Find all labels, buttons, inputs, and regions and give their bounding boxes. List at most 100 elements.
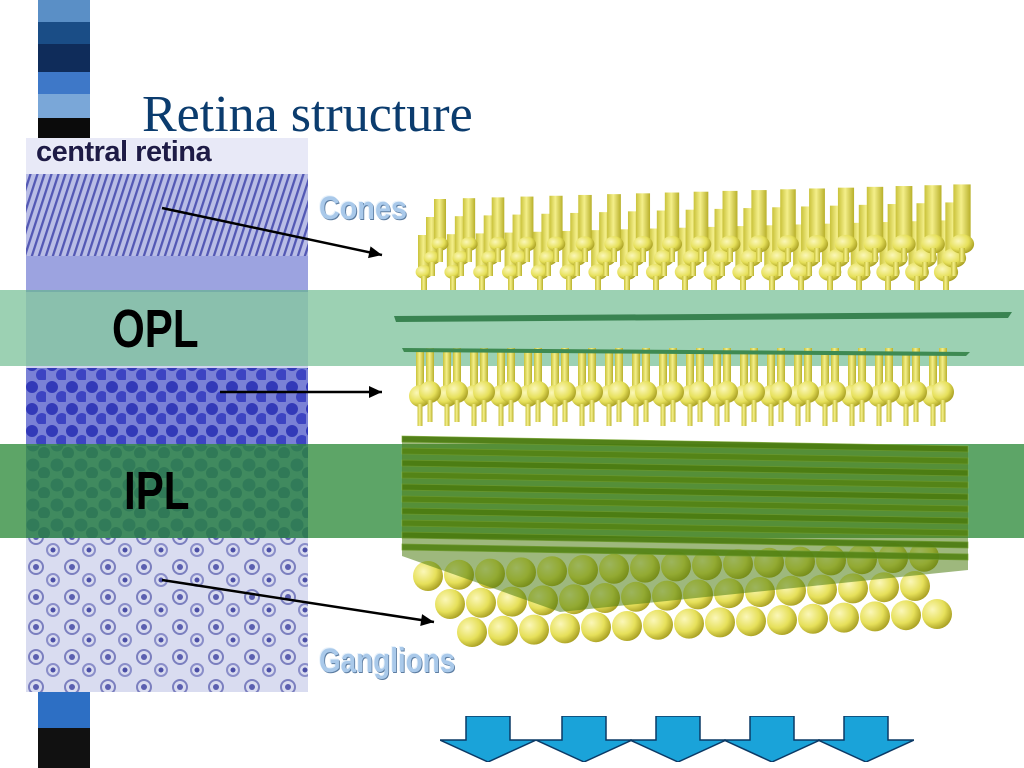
bipolar-axon	[804, 348, 812, 382]
bipolar-axon	[821, 352, 829, 386]
ganglion-cell	[457, 617, 487, 647]
cone-pedicle	[632, 262, 638, 276]
bipolar-dendrite	[606, 404, 612, 426]
bipolar-dendrite	[768, 404, 774, 426]
cone-inner-segment	[719, 235, 741, 253]
bipolar-dendrite	[822, 404, 828, 426]
nav-arrow-down-5[interactable]	[818, 716, 914, 762]
ganglion-cell	[798, 603, 828, 634]
bipolar-axon	[794, 352, 802, 386]
slide-title: Retina structure	[142, 86, 473, 143]
cone-outer-segment	[953, 184, 971, 240]
cone-inner-segment	[517, 236, 537, 252]
cone-pedicle	[479, 276, 485, 290]
bipolar-dendrite	[741, 404, 747, 426]
nav-arrow-down-3[interactable]	[630, 716, 726, 762]
cone-inner-segment	[575, 236, 595, 252]
bipolar-dendrite	[481, 400, 487, 422]
cone-outer-segment	[607, 194, 621, 240]
cone-outer-segment	[837, 187, 855, 240]
cone-inner-segment	[431, 237, 449, 251]
cone-inner-segment	[863, 234, 887, 254]
cone-pedicle	[711, 276, 717, 290]
bipolar-dendrite	[660, 404, 666, 426]
cone-pedicle	[872, 248, 878, 262]
ganglion-pointer-arrow	[161, 578, 435, 624]
ganglion-cell	[829, 602, 859, 633]
cone-inner-segment	[452, 251, 470, 265]
bipolar-soma	[554, 381, 576, 403]
bipolar-dendrite	[471, 404, 477, 426]
bipolar-dendrite	[859, 400, 865, 422]
cone-pedicle	[843, 248, 849, 262]
ganglion-cell	[643, 609, 673, 640]
cone-pedicle	[719, 262, 725, 276]
cone-pedicle	[690, 262, 696, 276]
bipolar-soma	[446, 381, 468, 403]
bipolar-soma	[770, 381, 792, 403]
cone-outer-segment	[866, 186, 884, 240]
bipolar-dendrite	[633, 404, 639, 426]
cone-inner-segment	[748, 235, 770, 253]
bipolar-soma	[608, 381, 630, 403]
cone-pedicle	[566, 276, 572, 290]
bipolar-axon	[561, 348, 569, 382]
cone-pedicle	[769, 276, 775, 290]
cone-pedicle	[640, 248, 646, 262]
cone-pedicle	[624, 276, 630, 290]
bipolar-axon	[632, 352, 640, 386]
cone-inner-segment	[460, 237, 478, 251]
bipolar-dendrite	[849, 404, 855, 426]
cone-pedicle	[653, 276, 659, 290]
cone-pedicle	[756, 248, 762, 262]
bipolar-dendrite	[498, 404, 504, 426]
cone-inner-segment	[588, 264, 608, 280]
cone-pedicle	[827, 276, 833, 290]
bipolar-top-plate	[402, 348, 970, 356]
cone-pedicle	[574, 262, 580, 276]
decorative-left-strip	[0, 0, 110, 768]
bipolar-dendrite	[751, 400, 757, 422]
bipolar-soma	[716, 381, 738, 403]
nav-arrow-down-4[interactable]	[724, 716, 820, 762]
cone-inner-segment	[777, 235, 799, 253]
nav-arrow-down-2[interactable]	[536, 716, 632, 762]
cone-inner-segment	[633, 236, 653, 252]
cone-pedicle	[901, 248, 907, 262]
cone-inner-segment	[444, 265, 462, 279]
cone-inner-segment	[530, 264, 550, 280]
cone-outer-segment	[462, 198, 476, 240]
cones-label: Cones	[319, 190, 408, 226]
bipolar-axon	[497, 352, 505, 386]
cone-inner-segment	[949, 234, 975, 254]
ipl-plate-stack	[401, 435, 969, 612]
bipolar-axon	[686, 352, 694, 386]
cone-pedicle	[682, 276, 688, 290]
cone-inner-segment	[625, 250, 645, 266]
bipolar-dendrite	[579, 404, 585, 426]
cone-pedicle	[798, 276, 804, 290]
bipolar-dendrite	[903, 404, 909, 426]
cone-pedicle	[582, 248, 588, 262]
nav-arrow-down-1[interactable]	[440, 716, 536, 762]
cone-pedicle	[748, 262, 754, 276]
opl-plate-sheet	[394, 312, 1012, 322]
bipolar-axon	[578, 352, 586, 386]
bipolar-soma	[905, 381, 927, 403]
bipolar-dendrite	[670, 400, 676, 422]
cone-inner-segment	[538, 250, 558, 266]
cone-pedicle	[466, 248, 472, 262]
cones-pointer-arrow	[161, 206, 383, 257]
cone-inner-segment	[501, 264, 521, 280]
bipolar-axon	[750, 348, 758, 382]
cone-pedicle	[458, 262, 464, 276]
bipolar-axon	[426, 348, 434, 382]
cone-pedicle	[835, 262, 841, 276]
cone-outer-segment	[549, 195, 563, 240]
cone-cell-layer	[415, 184, 975, 290]
cone-outer-segment	[578, 194, 592, 240]
bipolar-axon	[713, 352, 721, 386]
cone-pedicle	[885, 276, 891, 290]
bipolar-soma	[419, 381, 441, 403]
